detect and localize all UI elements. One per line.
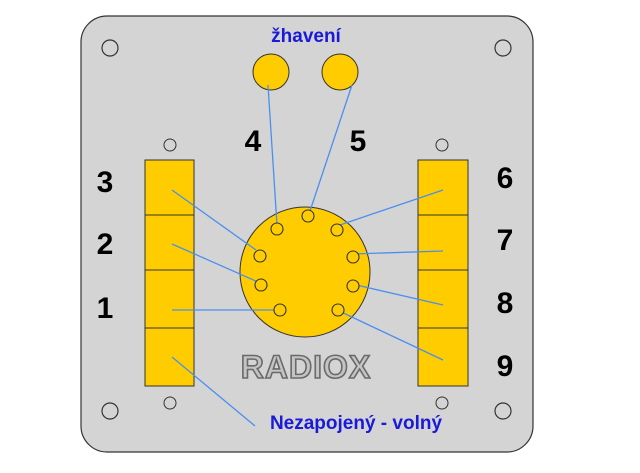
socket-pin-6	[330, 223, 344, 237]
socket-pin-4	[270, 222, 284, 236]
right-terminal-strip	[417, 159, 469, 387]
small-hole-left-top	[163, 138, 177, 152]
pin-label-9: 9	[497, 350, 514, 383]
wire-pin-3	[171, 189, 257, 251]
wire-pin-7	[351, 250, 444, 255]
terminal-2	[144, 214, 195, 271]
brand-logo: RADIOX	[241, 349, 371, 385]
socket-pin-9	[331, 303, 345, 317]
socket-pin-2	[254, 278, 268, 292]
terminal-unconnected	[144, 327, 195, 387]
small-hole-left-bottom	[163, 396, 177, 410]
pin-label-4: 4	[245, 125, 262, 158]
terminal-7	[417, 214, 469, 271]
socket-pin-1	[273, 303, 287, 317]
terminal-6	[417, 159, 469, 216]
mounting-hole-bottom-left	[101, 402, 119, 420]
pin-label-3: 3	[97, 166, 114, 199]
wire-unconnected	[171, 356, 256, 427]
socket-pin-3	[253, 249, 267, 263]
mounting-hole-bottom-right	[494, 402, 512, 420]
wire-pin-8	[351, 283, 444, 306]
socket-pins	[253, 209, 360, 317]
wire-heater-left	[267, 84, 278, 226]
terminal-8	[417, 269, 469, 329]
socket-pin-7	[346, 250, 360, 264]
terminal-1	[144, 269, 195, 329]
left-terminal-strip	[144, 159, 195, 387]
mounting-hole-top-left	[101, 39, 119, 57]
unconnected-label: Nezapojený - volný	[270, 413, 443, 434]
mounting-hole-top-right	[494, 39, 512, 57]
pin-label-5: 5	[350, 125, 367, 158]
pin-label-2: 2	[97, 228, 114, 261]
heater-pad-left	[252, 53, 290, 91]
small-hole-right-top	[435, 138, 449, 152]
terminal-9	[417, 327, 469, 387]
wire-pin-6	[336, 189, 444, 227]
heater-pad-right	[321, 53, 359, 91]
pin-label-1: 1	[97, 292, 114, 325]
small-hole-right-bottom	[435, 396, 449, 410]
terminal-3	[144, 159, 195, 216]
socket-pin-8	[346, 279, 360, 293]
socket-pin-5	[301, 209, 315, 223]
pin-label-6: 6	[497, 162, 514, 195]
heater-label: žhavení	[271, 26, 341, 47]
tube-socket	[239, 206, 371, 338]
pin-label-7: 7	[497, 224, 514, 257]
pin-label-8: 8	[497, 287, 514, 320]
wire-pin-9	[336, 309, 444, 361]
wire-pin-2	[171, 243, 259, 283]
wire-heater-right	[308, 84, 353, 215]
wires	[171, 84, 444, 427]
